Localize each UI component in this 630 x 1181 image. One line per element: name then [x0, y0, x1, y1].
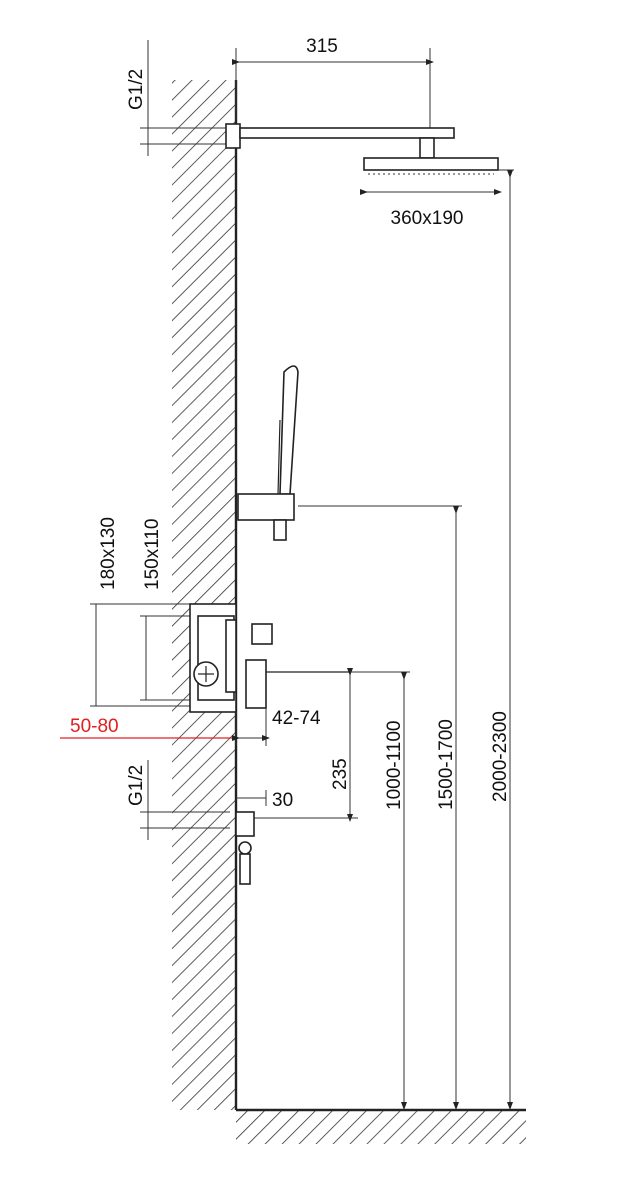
dimension-wall-depth: 50-80 [60, 716, 236, 739]
label-head-height: 2000-2300 [490, 711, 511, 802]
dimension-head-height: 2000-2300 [490, 169, 514, 1110]
label-arm-length: 315 [306, 36, 338, 57]
label-box-inner: 150x110 [142, 519, 163, 591]
dimension-box: 180x130 150x110 [90, 517, 196, 707]
wall-hatch [172, 80, 236, 1110]
floor-hatch [236, 1110, 526, 1144]
concealed-box [189, 603, 237, 713]
label-bottom-thread: G1/2 [126, 765, 147, 806]
label-holder-height: 1500-1700 [436, 719, 457, 810]
label-box-outer: 180x130 [98, 517, 119, 590]
dimension-projection: 42-74 [232, 708, 321, 746]
dimension-holder-height: 1500-1700 [298, 505, 462, 1110]
label-mixer-height: 1000-1100 [384, 721, 405, 810]
label-top-thread: G1/2 [126, 69, 147, 110]
shower-arm [225, 123, 455, 159]
dimension-arm: 315 [232, 36, 434, 140]
shower-head: 360x190 [360, 157, 502, 229]
label-outlet-depth: 30 [272, 790, 293, 811]
dimension-outlet-depth: 30 [236, 790, 293, 811]
bottom-outlet [235, 811, 255, 885]
label-projection: 42-74 [272, 708, 321, 729]
dimension-mixer-height: 1000-1100 [350, 671, 410, 1110]
hand-shower [237, 365, 299, 541]
mixer [245, 623, 350, 709]
dimension-outlet-offset: 235 [250, 668, 358, 822]
label-wall-depth: 50-80 [70, 716, 119, 737]
label-head-size: 360x190 [391, 208, 464, 229]
dimension-top-thread: G1/2 [126, 40, 226, 156]
dimension-bottom-thread: G1/2 [126, 760, 230, 840]
label-outlet-offset: 235 [330, 758, 351, 790]
